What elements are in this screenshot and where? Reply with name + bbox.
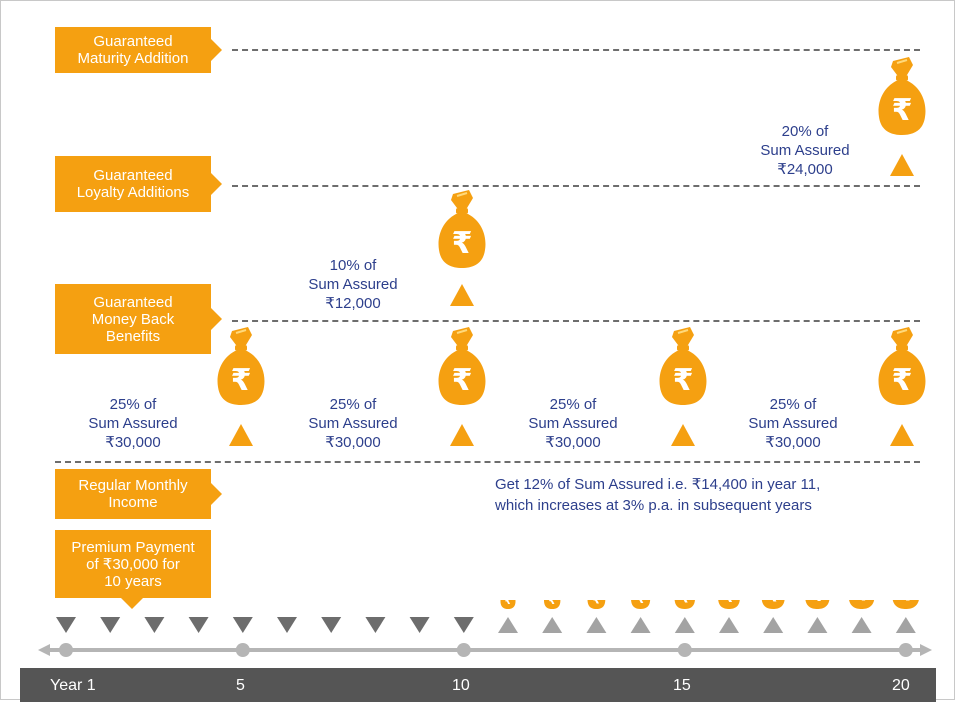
tag-arrow — [211, 173, 222, 195]
income-year-marker — [586, 617, 607, 633]
year-milestone-dot — [59, 643, 73, 657]
income-money-bag-icon: ₹ — [587, 600, 606, 609]
money-bag-icon: ₹ — [217, 327, 265, 405]
income-year-marker — [763, 617, 784, 633]
rupee-glyph: ₹ — [673, 363, 694, 398]
axis-arrow-right — [920, 644, 932, 656]
up-triangle — [450, 284, 474, 306]
up-triangle — [450, 424, 474, 446]
money-bag-icon: ₹ — [878, 327, 926, 405]
timeline: ₹ ₹ ₹ ₹ ₹ ₹ ₹ ₹ ₹ ₹ — [38, 600, 932, 657]
premium-year-marker — [453, 617, 474, 633]
income-year-marker — [542, 617, 563, 633]
income-note: Get 12% of Sum Assured i.e. ₹14,400 in y… — [495, 476, 821, 514]
income-money-bag-icon: ₹ — [674, 600, 695, 610]
income-money-bag-icon: ₹ — [718, 600, 740, 609]
money-back-label-1: 25% of Sum Assured ₹30,000 — [88, 396, 178, 451]
income-money-bag-icon: ₹ — [849, 600, 875, 609]
year-label-10: 10 — [452, 677, 470, 694]
money-bag-icon: ₹ — [438, 327, 486, 405]
premium-year-marker — [232, 617, 253, 633]
loyalty-line — [232, 185, 920, 187]
rupee-glyph: ₹ — [900, 600, 912, 605]
year-milestone-dot — [677, 643, 692, 657]
year-label-20: 20 — [892, 677, 910, 694]
income-money-bag-icon: ₹ — [805, 600, 830, 609]
income-money-bag-icon: ₹ — [631, 600, 651, 610]
rupee-glyph: ₹ — [892, 363, 913, 398]
tag-arrow — [211, 308, 222, 330]
axis-arrow-left — [38, 644, 50, 656]
rupee-glyph: ₹ — [892, 93, 913, 128]
money-back-line — [232, 320, 920, 322]
money-bag-icon: ₹ — [659, 327, 707, 405]
year-label-5: 5 — [236, 677, 245, 694]
year-milestone-dot — [898, 643, 913, 657]
rupee-glyph: ₹ — [452, 363, 473, 398]
income-line — [55, 461, 920, 463]
rupee-glyph: ₹ — [724, 600, 734, 606]
income-year-marker — [674, 617, 695, 633]
tag-arrow — [211, 483, 222, 505]
income-year-marker — [719, 617, 739, 633]
rupee-glyph: ₹ — [231, 363, 252, 398]
up-triangle — [671, 424, 695, 446]
year-label-1: Year 1 — [50, 677, 96, 694]
tag-maturity-addition-label: Guaranteed Maturity Addition — [77, 33, 189, 67]
income-money-bag-icon: ₹ — [892, 600, 919, 610]
rupee-glyph: ₹ — [812, 600, 823, 605]
income-money-bag-icon: ₹ — [544, 600, 561, 610]
tag-premium-payment-label: Premium Payment of ₹30,000 for 10 years — [71, 538, 195, 590]
money-back-label-3: 25% of Sum Assured ₹30,000 — [528, 396, 618, 451]
premium-year-marker — [321, 617, 342, 633]
premium-year-marker — [56, 617, 76, 633]
up-triangle — [890, 424, 914, 446]
up-triangle — [890, 154, 914, 176]
premium-year-marker — [277, 617, 297, 633]
rupee-glyph: ₹ — [452, 226, 473, 261]
tag-maturity-addition: Guaranteed Maturity Addition — [55, 27, 222, 73]
rupee-glyph: ₹ — [636, 600, 644, 606]
premium-year-marker — [409, 617, 430, 633]
income-year-marker — [498, 617, 518, 633]
tag-monthly-income: Regular Monthly Income — [55, 469, 222, 519]
tag-arrow-down — [121, 598, 143, 609]
rupee-glyph: ₹ — [592, 600, 600, 606]
rupee-glyph: ₹ — [549, 600, 556, 607]
rupee-glyph: ₹ — [505, 600, 512, 607]
year-milestone-dot — [456, 643, 471, 657]
maturity-line — [232, 49, 920, 51]
rupee-glyph: ₹ — [856, 600, 868, 605]
rupee-glyph: ₹ — [680, 600, 689, 606]
year-milestone-dot — [235, 643, 250, 657]
tag-monthly-income-label: Regular Monthly Income — [78, 477, 188, 511]
up-triangle — [229, 424, 253, 446]
tag-loyalty-additions: Guaranteed Loyalty Additions — [55, 156, 222, 212]
income-year-marker — [851, 617, 872, 633]
year-label-15: 15 — [673, 677, 691, 694]
income-money-bag-icon: ₹ — [761, 600, 785, 610]
money-back-label-2: 25% of Sum Assured ₹30,000 — [308, 396, 398, 451]
income-year-marker — [630, 617, 651, 633]
money-bag-icon: ₹ — [878, 57, 926, 135]
rupee-glyph: ₹ — [768, 600, 778, 606]
tag-premium-payment: Premium Payment of ₹30,000 for 10 years — [55, 530, 211, 609]
income-year-marker — [895, 617, 916, 633]
tag-money-back-label: Guaranteed Money Back Benefits — [91, 293, 175, 345]
income-year-marker — [807, 617, 828, 633]
premium-year-marker — [188, 617, 209, 633]
tag-arrow — [211, 39, 222, 61]
year-axis-bar — [20, 668, 936, 702]
premium-year-marker — [365, 617, 386, 633]
maturity-benefit-label: 20% of Sum Assured ₹24,000 — [760, 123, 850, 178]
money-back-label-4: 25% of Sum Assured ₹30,000 — [748, 396, 838, 451]
premium-year-marker — [144, 617, 165, 633]
premium-year-marker — [100, 617, 121, 633]
money-bag-icon: ₹ — [438, 190, 486, 268]
tag-loyalty-additions-label: Guaranteed Loyalty Additions — [76, 167, 190, 201]
loyalty-benefit-label: 10% of Sum Assured ₹12,000 — [308, 257, 398, 312]
income-money-bag-icon: ₹ — [500, 600, 516, 609]
tag-money-back: Guaranteed Money Back Benefits — [55, 284, 222, 354]
